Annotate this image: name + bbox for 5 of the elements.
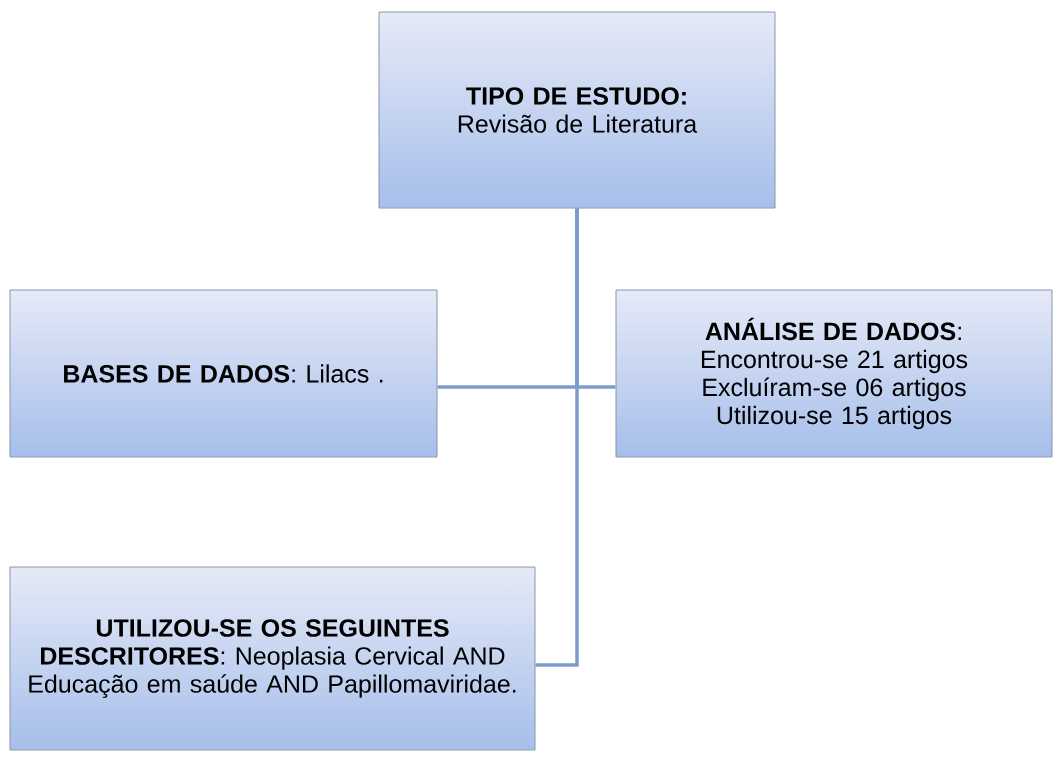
process-box: UTILIZOU-SE OS SEGUINTES DESCRITORES: Neoplasia Cervical AND Educação em saúde AND Papillomaviridae.	[9, 566, 536, 751]
connector-line	[535, 208, 579, 667]
process-box: TIPO DE ESTUDO: Revisão de Literatura	[378, 11, 776, 209]
process-box: BASES DE DADOS: Lilacs .	[9, 289, 438, 458]
process-box: ANÁLISE DE DADOS: Encontrou-se 21 artigos Excluíram-se 06 artigos Utilizou-se 15 artigos	[615, 289, 1053, 458]
